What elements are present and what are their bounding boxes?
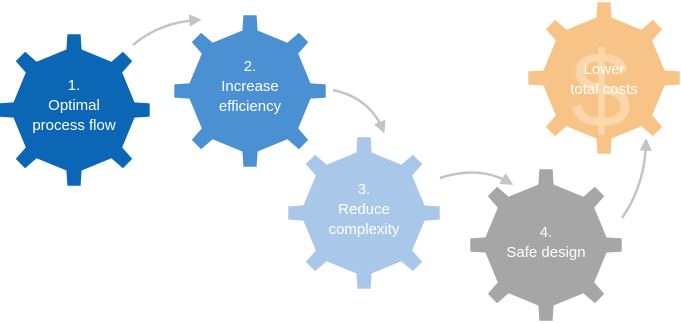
step-1-title-line2: process flow xyxy=(32,117,116,134)
step-4-number: 4. xyxy=(539,224,553,241)
goal-title-line2: total costs xyxy=(570,81,638,98)
gear-step-1 xyxy=(0,34,150,186)
step-1-number: 1. xyxy=(67,77,81,94)
step-3-title-line1: Reduce xyxy=(338,201,390,218)
goal-label: Lower total costs xyxy=(529,60,679,100)
gear-goal xyxy=(528,2,680,154)
gear-step-2 xyxy=(174,15,326,167)
step-1-title-line1: Optimal xyxy=(48,97,100,114)
arrow-step3-to-step4 xyxy=(439,171,514,185)
step-2-title-line1: Increase xyxy=(221,78,279,95)
dollar-icon: $ xyxy=(571,29,631,150)
arrow-step2-to-step3 xyxy=(332,88,386,134)
step-2-title-line2: efficiency xyxy=(218,98,282,115)
step-2-number: 2. xyxy=(243,58,257,75)
step-3-number: 3. xyxy=(357,181,371,198)
step-1-label: 1. Optimal process flow xyxy=(0,76,149,136)
step-2-label: 2. Increase efficiency xyxy=(175,57,325,117)
gear-step-3 xyxy=(288,137,440,289)
step-4-title-line1: Safe design xyxy=(506,244,586,261)
arrow-step4-to-goal xyxy=(620,138,653,219)
arrow-step1-to-step2 xyxy=(132,14,202,46)
step-4-label: 4. Safe design xyxy=(471,223,621,263)
step-3-title-line2: complexity xyxy=(328,221,400,238)
gear-step-4 xyxy=(470,169,622,321)
step-3-label: 3. Reduce complexity xyxy=(289,180,439,240)
goal-title-line1: Lower xyxy=(583,61,625,78)
